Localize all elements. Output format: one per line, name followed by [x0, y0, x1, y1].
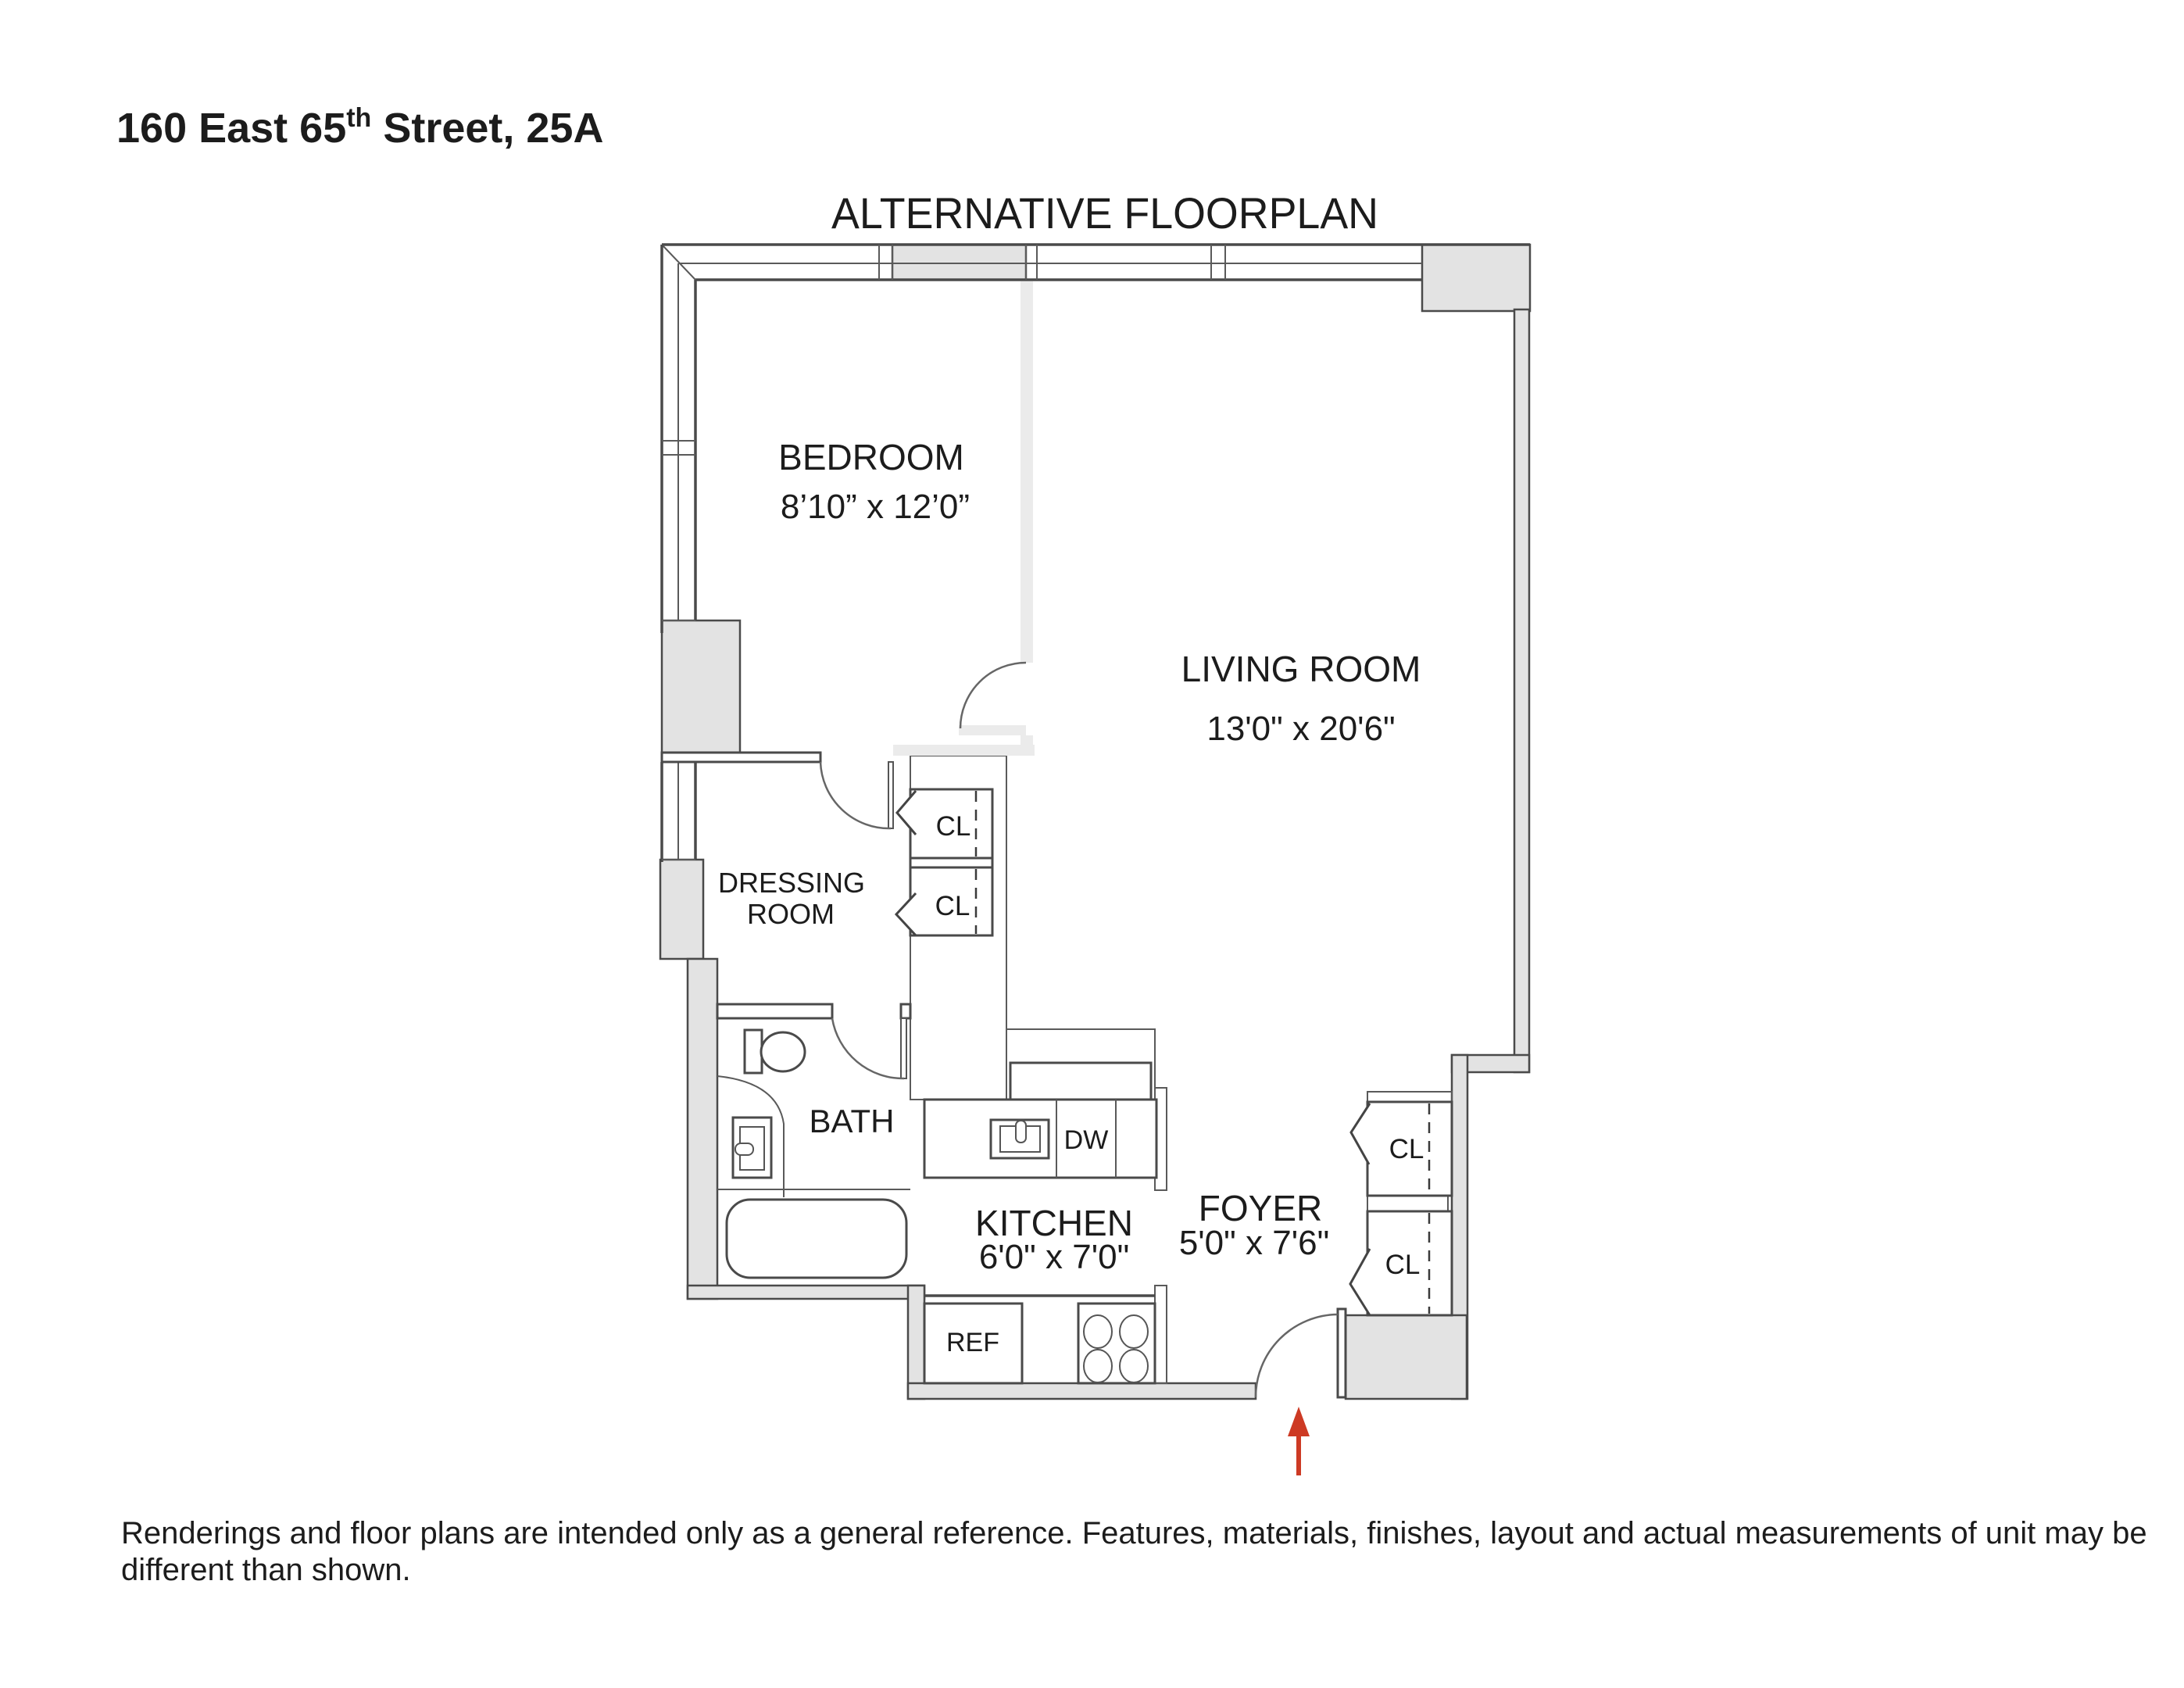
disclaimer-line2: different than shown. [121, 1553, 411, 1587]
wall-foyer-closet-mid [1367, 1195, 1449, 1212]
bath-door-leaf [900, 1017, 907, 1079]
closet-door-chevron-icon [1349, 1103, 1371, 1165]
bath-faucet-icon [735, 1143, 754, 1156]
wall-dressing-north [660, 751, 822, 764]
entry-arrow-icon [1288, 1407, 1310, 1475]
entry-door-arc [1254, 1313, 1339, 1398]
interior-walls [660, 751, 912, 1020]
toilet-bowl-icon [760, 1031, 806, 1073]
closet-mid-lower-box [909, 866, 994, 937]
closet-label: CL [1385, 1250, 1421, 1280]
foyer-closets [1349, 1100, 1453, 1317]
alt-wall-bedroom-divider [1021, 281, 1033, 663]
toilet-tank-icon [743, 1028, 763, 1075]
wall-top-infill [891, 243, 1028, 281]
alt-wall-bedroom-south [893, 745, 1035, 756]
page-title: 160 East 65th Street, 25A [116, 103, 603, 152]
kitchen-label: KITCHEN [975, 1203, 1133, 1243]
window-corner-miter [661, 244, 696, 281]
burner-icon [1119, 1349, 1149, 1383]
wall-east [1513, 308, 1531, 1074]
wall-bath-north [716, 1003, 834, 1020]
wall-kitchen-foyer-stub-lower [1154, 1285, 1167, 1384]
wall-bottom-right [1344, 1314, 1468, 1400]
burner-icon [1083, 1349, 1113, 1383]
foyer-dims: 5'0" x 7'6" [1179, 1224, 1329, 1262]
room-labels: BEDROOM 8’10” x 12’0” LIVING ROOM 13'0" … [718, 437, 1424, 1357]
dressing-door-leaf [888, 761, 894, 829]
windows [660, 243, 1530, 862]
wall-bath-south [686, 1284, 926, 1300]
doors [819, 661, 1347, 1399]
dressing-room-label-line1: DRESSING [718, 867, 865, 899]
closet-mid-gap [909, 857, 994, 869]
disclaimer-line1: Renderings and floor plans are intended … [121, 1516, 2147, 1550]
wall-pier-bedroom [660, 619, 742, 755]
burner-icon [1083, 1314, 1113, 1349]
alt-bedroom-door-leaf [959, 725, 1026, 735]
closet-door-chevron-icon [894, 892, 917, 937]
wall-corner-block [1421, 243, 1532, 313]
wall-kitchen-west [906, 1284, 926, 1400]
foyer-label: FOYER [1199, 1188, 1322, 1228]
alternative-walls [893, 281, 1035, 756]
refrigerator-label: REF [946, 1328, 999, 1357]
bedroom-label: BEDROOM [778, 437, 964, 477]
living-room-label: LIVING ROOM [1181, 649, 1421, 689]
refrigerator-icon [923, 1302, 1024, 1385]
closet-door-chevron-icon [1349, 1248, 1371, 1316]
entry-arrow-head [1288, 1407, 1310, 1436]
kitchen-fixtures [923, 1061, 1158, 1385]
wall-bottom-left [906, 1382, 1257, 1400]
closet-label: CL [936, 811, 971, 842]
vanity-counter-edge [717, 1075, 785, 1197]
entry-door-leaf [1336, 1307, 1347, 1399]
wall-foyer-closet-top [1367, 1091, 1453, 1103]
bath-fixtures [717, 1028, 910, 1279]
burner-icon [1119, 1314, 1149, 1349]
plan-title: ALTERNATIVE FLOORPLAN [831, 188, 1378, 238]
bath-door-arc [831, 1017, 905, 1080]
bedroom-dims: 8’10” x 12’0” [781, 488, 970, 526]
living-room-dims: 13'0" x 20'6" [1206, 710, 1395, 748]
wall-pier-dressing [659, 858, 705, 960]
entry-arrow-stem [1296, 1436, 1301, 1475]
bath-label: BATH [810, 1103, 895, 1139]
dishwasher-label: DW [1064, 1125, 1109, 1155]
middle-closets [894, 788, 994, 937]
bathtub-icon [725, 1198, 908, 1279]
disclaimer: Renderings and floor plans are intended … [121, 1516, 2147, 1587]
bedroom-door-arc [959, 661, 1027, 729]
dressing-door-arc [819, 761, 892, 830]
wall-bath-west [686, 957, 719, 1300]
closet-door-chevron-icon [895, 790, 917, 835]
closet-label: CL [935, 891, 970, 921]
wall-bath-north-jamb [899, 1003, 912, 1020]
closet-label: CL [1389, 1134, 1424, 1164]
kitchen-faucet-icon [1015, 1120, 1027, 1143]
dressing-room-label-line2: ROOM [747, 898, 835, 930]
kitchen-dims: 6'0" x 7'0" [979, 1238, 1129, 1276]
kitchen-pass-through-counter [1009, 1061, 1153, 1101]
